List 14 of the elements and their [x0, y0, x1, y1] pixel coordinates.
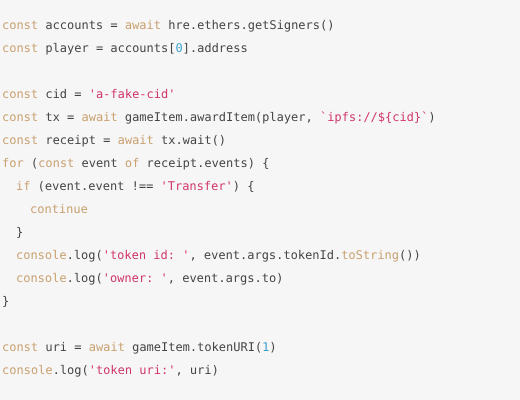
code-line: const accounts = await hre.ethers.getSigners(): [2, 17, 334, 33]
code-line: for (const event of receipt.events) {: [2, 155, 270, 171]
code-line: continue: [30, 201, 88, 217]
code-line: const uri = await gameItem.tokenURI(1): [2, 339, 277, 355]
code-line: if (event.event !== 'Transfer') {: [16, 178, 254, 194]
code-line: }: [16, 224, 24, 240]
code-line: const tx = await gameItem.awardItem(player, `ipfs://${cid}`): [2, 109, 436, 125]
code-line: const receipt = await tx.wait(): [2, 132, 226, 148]
code-line: const player = accounts[0].address: [2, 40, 248, 56]
code-line: console.log('owner: ', event.args.to): [16, 270, 284, 286]
code-line: const cid = 'a-fake-cid': [2, 86, 176, 102]
code-line: console.log('token id: ', event.args.tokenId.toString()): [16, 247, 421, 263]
code-line: }: [2, 293, 10, 309]
code-line: console.log('token uri:', uri): [2, 362, 219, 378]
